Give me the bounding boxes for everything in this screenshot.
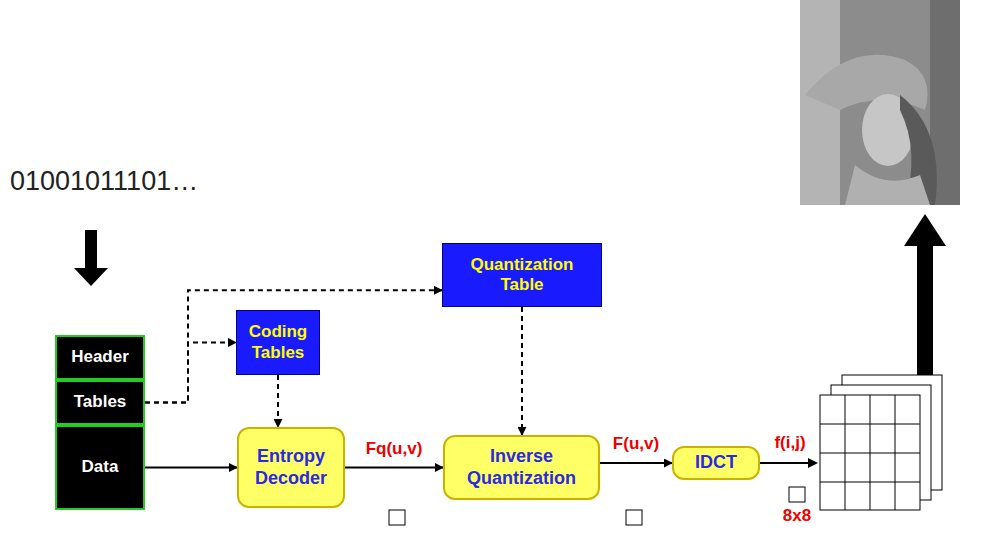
block-symbol	[789, 487, 805, 502]
arrow-head	[808, 458, 818, 468]
text-group: Data	[82, 457, 119, 477]
output-connector	[760, 462, 810, 464]
tables-segment: Tables	[55, 380, 145, 425]
photo-hat	[805, 55, 928, 110]
photo-shoulder	[845, 165, 930, 205]
node-text: Coding Tables	[241, 322, 315, 363]
dashed-connector	[521, 307, 523, 435]
text-group: Header	[71, 347, 129, 367]
photo-ground	[800, 0, 960, 205]
arrow-head	[904, 214, 946, 246]
output-arrow	[904, 214, 946, 380]
dashed-connector	[277, 375, 279, 427]
arrow-shaft	[917, 243, 933, 380]
node-text: IDCT	[695, 452, 737, 474]
block-stack	[820, 375, 942, 510]
dashed-connector	[145, 343, 236, 403]
signal-label: F(u,v)	[613, 434, 659, 454]
node-text: Quantization Table	[447, 255, 597, 296]
text-group: IDCT	[695, 452, 737, 474]
text-group: Quantization Table	[447, 255, 597, 296]
flow-connector	[145, 467, 237, 469]
signal-label: f(i,j)	[774, 433, 805, 453]
text-group: Entropy Decoder	[243, 446, 339, 489]
node-text: Inverse Quantization	[449, 446, 594, 489]
arrow-head	[74, 268, 108, 286]
dashed-connector	[145, 290, 442, 402]
flow-connector	[345, 467, 443, 469]
table-box: Coding Tables	[236, 310, 320, 375]
text-group: Coding Tables	[241, 322, 315, 363]
grid-line	[820, 453, 920, 454]
grid-line	[820, 424, 920, 425]
flow-connector	[600, 462, 672, 464]
text-group: Inverse Quantization	[449, 446, 594, 489]
data-segment: Data	[55, 425, 145, 510]
signal-label: Fq(u,v)	[366, 439, 423, 459]
grid-line	[820, 482, 920, 483]
node-text: Tables	[74, 392, 127, 412]
bitstream-text: 01001011101…	[10, 166, 198, 197]
input-arrow	[74, 230, 108, 286]
output-image	[800, 0, 960, 205]
table-box: Quantization Table	[442, 243, 602, 307]
block-size-label: 8x8	[783, 506, 811, 526]
process-box: IDCT	[672, 446, 760, 480]
node-text: Header	[71, 347, 129, 367]
process-box: Inverse Quantization	[443, 435, 600, 500]
process-box: Entropy Decoder	[237, 427, 345, 508]
text-group: Tables	[74, 392, 127, 412]
node-text: Data	[82, 457, 119, 477]
header-segment: Header	[55, 335, 145, 380]
arrow-shaft	[85, 230, 97, 270]
block-sheet	[820, 395, 920, 510]
block-symbol	[389, 510, 405, 525]
block-symbol	[626, 510, 642, 525]
node-text: Entropy Decoder	[243, 446, 339, 489]
